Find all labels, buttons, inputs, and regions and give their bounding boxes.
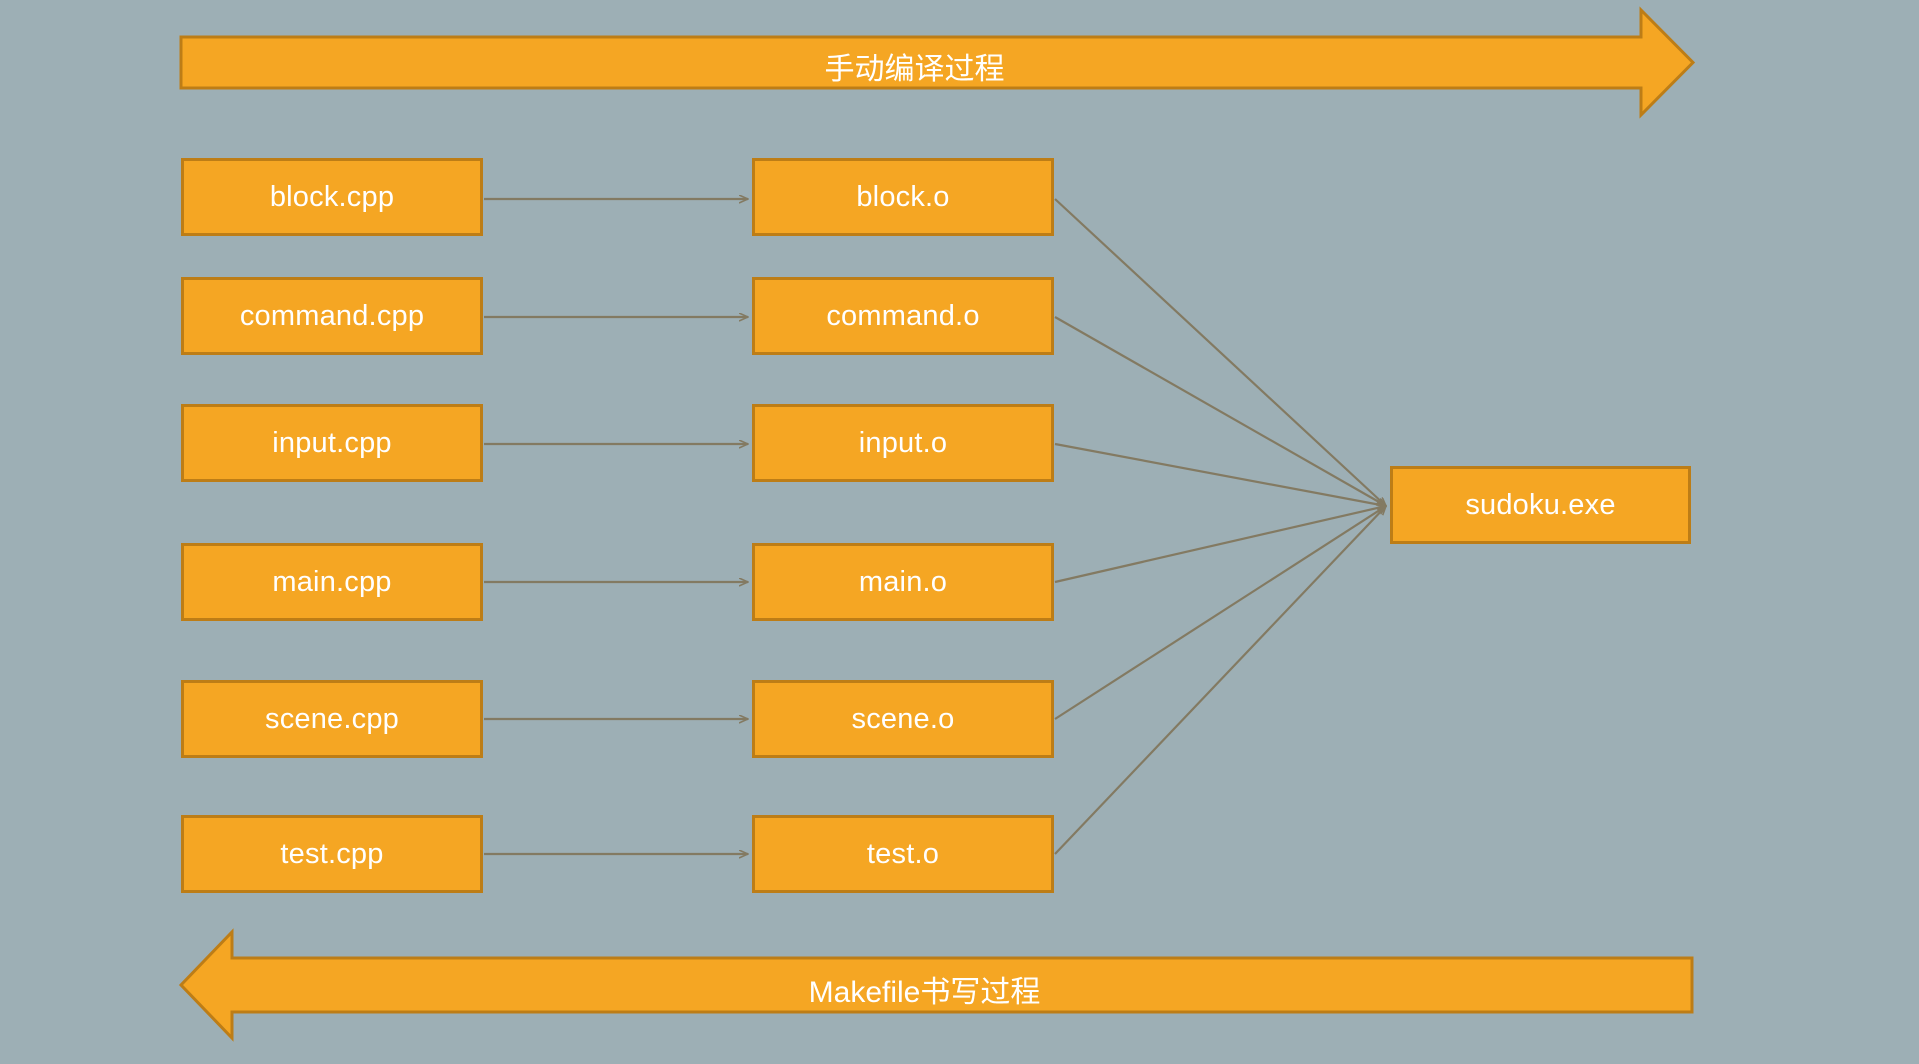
node-command-cpp[interactable]: command.cpp [181,277,483,355]
compile-connectors [484,199,748,854]
node-scene-o[interactable]: scene.o [752,680,1054,758]
node-test-cpp[interactable]: test.cpp [181,815,483,893]
link-block-exe [1054,198,1386,506]
node-main-o[interactable]: main.o [752,543,1054,621]
node-block-cpp[interactable]: block.cpp [181,158,483,236]
node-input-cpp[interactable]: input.cpp [181,404,483,482]
link-command-exe [1054,316,1386,506]
link-input-exe [1054,442,1386,506]
top-banner-arrow [179,6,1696,119]
node-input-o[interactable]: input.o [752,404,1054,482]
link-main-exe [1054,506,1386,584]
node-main-cpp[interactable]: main.cpp [181,543,483,621]
node-test-o[interactable]: test.o [752,815,1054,893]
link-scene-exe [1054,506,1386,720]
link-test-exe [1054,506,1386,855]
node-scene-cpp[interactable]: scene.cpp [181,680,483,758]
bottom-banner-arrow [178,928,1694,1042]
node-command-o[interactable]: command.o [752,277,1054,355]
node-block-o[interactable]: block.o [752,158,1054,236]
node-sudoku-exe[interactable]: sudoku.exe [1390,466,1691,544]
link-connectors [1054,198,1386,855]
